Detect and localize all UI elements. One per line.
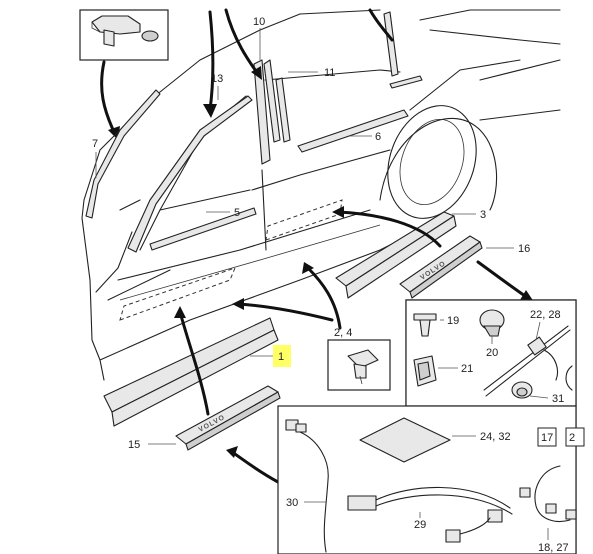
part-31-grommet[interactable] — [511, 381, 533, 399]
callout-6[interactable]: 6 — [375, 131, 381, 143]
fastener-edge-part — [565, 365, 573, 391]
part-11-pillar[interactable] — [275, 77, 291, 143]
inset-clip-detail[interactable] — [79, 9, 169, 61]
callout-5[interactable]: 5 — [234, 207, 240, 219]
callout-11[interactable]: 11 — [324, 67, 335, 79]
callout-29[interactable]: 29 — [414, 519, 426, 531]
callout-15[interactable]: 15 — [128, 439, 140, 451]
callout-31[interactable]: 31 — [552, 393, 564, 405]
inset-clip-2-4[interactable] — [327, 339, 391, 391]
highlight-callout-1 — [273, 345, 291, 367]
arrow-inset-to-pillar — [100, 60, 116, 134]
callout-10[interactable]: 10 — [253, 16, 265, 28]
callout-17[interactable]: 17 — [541, 432, 553, 444]
callout-1[interactable]: 1 — [278, 351, 284, 363]
arrow-16 — [476, 260, 530, 300]
callout-2x[interactable]: 2 — [569, 432, 575, 444]
arrow-rear-pillar — [368, 8, 394, 42]
arrow-2-4-b — [306, 266, 342, 330]
part-29-harness[interactable] — [347, 486, 513, 543]
part-15-scuff-plate-front[interactable]: VOLVO — [175, 385, 281, 451]
inset-wiring — [277, 405, 585, 554]
part-18-27-connectors[interactable] — [519, 465, 577, 523]
part-19-push-clip[interactable] — [413, 313, 437, 337]
leader-lines — [95, 28, 549, 540]
part-21-clip[interactable] — [413, 355, 437, 387]
part-22-28-cable-tie[interactable] — [483, 325, 571, 397]
part-30-cable[interactable] — [285, 419, 329, 553]
callout-30[interactable]: 30 — [286, 497, 298, 509]
callout-18-27[interactable]: 18, 27 — [538, 542, 569, 554]
part-20-grommet[interactable] — [479, 309, 505, 337]
arrow-2-4-a — [236, 302, 334, 322]
callout-22-28[interactable]: 22, 28 — [530, 309, 561, 321]
callout-16[interactable]: 16 — [518, 243, 530, 255]
part-10-b-pillar[interactable] — [253, 59, 271, 165]
part-10b-b-pillar[interactable] — [263, 59, 281, 143]
arrow-1-to-body — [178, 310, 210, 416]
callout-20[interactable]: 20 — [486, 347, 498, 359]
callout-21[interactable]: 21 — [461, 363, 473, 375]
callout-2-4[interactable]: 2, 4 — [334, 327, 352, 339]
callout-19[interactable]: 19 — [447, 315, 459, 327]
part-rear-window-strip[interactable] — [389, 75, 423, 89]
arrow-15 — [230, 450, 280, 484]
part-6-rear-door-moulding[interactable] — [297, 109, 409, 153]
callout-box-2x — [565, 427, 585, 447]
callout-13[interactable]: 13 — [211, 73, 223, 85]
part-1-sill-panel-front-face — [111, 329, 279, 427]
sill-area-front — [119, 267, 236, 321]
callout-box-17 — [537, 427, 557, 447]
callout-labels: 10 13 11 7 6 5 3 16 2, 4 19 22, 28 20 1 … — [92, 16, 575, 554]
part-24-32-pad[interactable] — [359, 417, 451, 463]
sill-area-rear — [265, 199, 343, 241]
part-13-window-frame[interactable] — [127, 95, 253, 253]
part-rear-pillar[interactable] — [383, 11, 399, 77]
arrow-13 — [208, 10, 215, 112]
part-5-front-door-moulding[interactable] — [149, 207, 257, 251]
part-7-pillar-trim[interactable] — [85, 89, 161, 219]
callout-3[interactable]: 3 — [480, 209, 486, 221]
callout-7[interactable]: 7 — [92, 138, 98, 150]
callout-24-32[interactable]: 24, 32 — [480, 431, 511, 443]
arrow-3-to-sill — [336, 210, 442, 248]
part-16-scuff-plate-rear[interactable]: VOLVO — [399, 235, 483, 299]
